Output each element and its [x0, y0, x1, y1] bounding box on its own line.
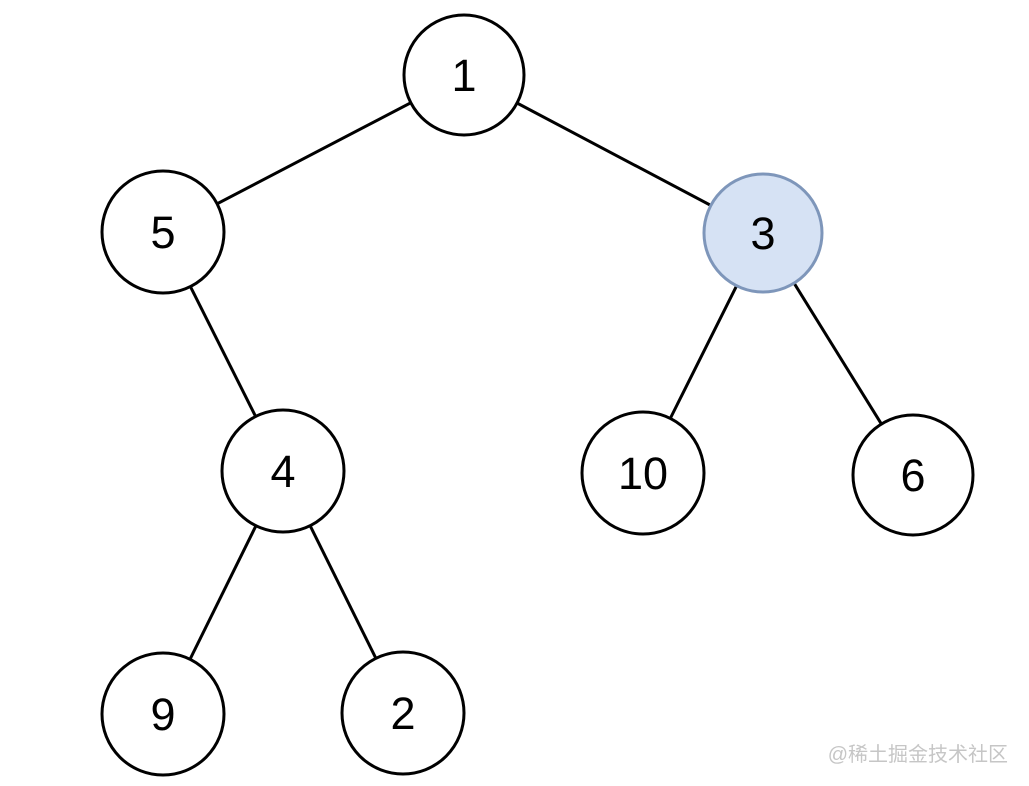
tree-node-1: 1	[402, 13, 526, 137]
tree-node-circle	[340, 650, 466, 776]
tree-node-circle	[580, 410, 706, 536]
tree-node-circle	[100, 169, 226, 295]
tree-node-circle	[851, 413, 975, 537]
tree-node-label: 4	[270, 446, 295, 497]
tree-node-4: 4	[220, 408, 346, 534]
tree-node-circle	[702, 172, 824, 294]
tree-node-6: 6	[851, 413, 975, 537]
tree-node-label: 1	[451, 50, 476, 101]
tree-node-label: 6	[900, 450, 925, 501]
tree-node-circle	[100, 651, 226, 777]
tree-node-label: 9	[150, 689, 175, 740]
edge-layer	[161, 73, 915, 715]
tree-node-label: 3	[750, 208, 775, 259]
tree-node-label: 10	[618, 448, 668, 499]
tree-node-circle	[220, 408, 346, 534]
tree-node-3-highlighted: 3	[702, 172, 824, 294]
tree-node-label: 5	[150, 207, 175, 258]
node-layer: 1 5 3 4 10 6 9 2	[100, 13, 975, 777]
tree-node-2: 2	[340, 650, 466, 776]
tree-node-label: 2	[390, 688, 415, 739]
tree-node-5: 5	[100, 169, 226, 295]
tree-node-9: 9	[100, 651, 226, 777]
tree-node-10: 10	[580, 410, 706, 536]
tree-node-circle	[402, 13, 526, 137]
watermark: @稀土掘金技术社区	[827, 744, 1008, 766]
